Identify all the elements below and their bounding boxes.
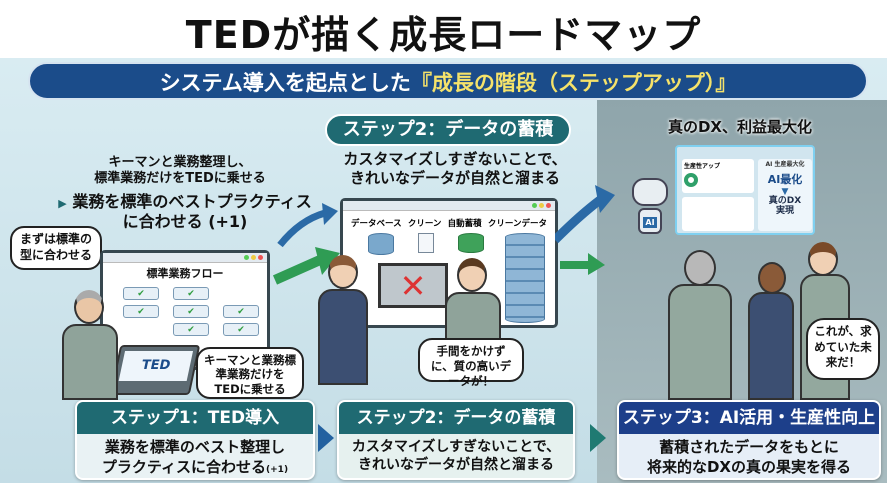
flow-step: ✔ <box>123 287 159 300</box>
step-line: 業務を標準のベスト整理し <box>104 438 286 456</box>
speech-bubble-ted: キーマンと業務標準業務だけをTEDに乗せる <box>196 347 304 399</box>
step-line: 将来的なDXの真の果実を得る <box>646 457 852 476</box>
database-icon <box>368 233 394 255</box>
step2-pill: ステップ2：データの蓄積 <box>325 114 571 146</box>
keyman-person <box>60 290 120 400</box>
green-arrow <box>272 255 323 285</box>
note-line: キーマンと業務整理し、 <box>108 155 252 170</box>
dash-side-title: AI 生産最大化 <box>765 161 805 168</box>
woman-back <box>748 262 794 400</box>
green-arrow <box>560 261 590 269</box>
bar-chart-panel <box>682 197 754 231</box>
legacy-monitor: ✕ <box>378 263 448 308</box>
main-line: 業務を標準のベストプラクティス <box>72 192 312 211</box>
blue-arrowhead <box>322 203 338 225</box>
green-arrowhead <box>315 247 340 275</box>
play-triangle-icon: ▶ <box>58 197 67 210</box>
down-arrow-icon: ▼ <box>781 187 789 197</box>
left-main-text: ▶ 業務を標準のベストプラクティス に合わせる (+1) <box>55 192 315 232</box>
step-line: 蓄積されたデータをもとに <box>659 438 839 456</box>
flow-step: ✔ <box>223 323 259 336</box>
step-card-2: ステップ2：データの蓄積 カスタマイズしすぎないことで、きれいなデータが自然と溜… <box>337 400 575 480</box>
subtitle-banner: システム導入を起点とした『成長の階段（ステップアップ）』 <box>28 62 868 100</box>
step-line: プラクティスに合わせる <box>101 457 267 476</box>
ai-robot: AI <box>628 178 672 256</box>
step-card-title: ステップ3：AI活用・生産性向上 <box>619 402 879 434</box>
dash-ai-label: AI最化 <box>767 173 803 186</box>
banner-highlight: 『成長の階段（ステップアップ）』 <box>410 71 737 95</box>
speech-bubble-data: 手間をかけずに、質の高いデータが！ <box>418 338 524 388</box>
blue-arrowhead <box>595 185 615 213</box>
arrow-right-icon <box>318 424 334 452</box>
step-card-body: カスタマイズしすぎないことで、きれいなデータが自然と溜まる <box>339 434 573 478</box>
page-title: TEDが描く成長ロードマップ <box>185 13 702 57</box>
middle-desc: カスタマイズしすぎないことで、 きれいなデータが自然と溜まる <box>320 150 590 188</box>
arrow-right-icon <box>590 424 606 452</box>
clean-data-stack-icon <box>505 233 545 323</box>
blue-arrow <box>277 209 327 248</box>
right-heading: 真のDX、利益最大化 <box>667 118 813 136</box>
flow-step: ✔ <box>173 287 209 300</box>
flow-step: ✔ <box>123 305 159 318</box>
step-card-1: ステップ1：TED導入 業務を標準のベスト整理しプラクティスに合わせる(+1) <box>75 400 315 480</box>
kiosk-screen: TED <box>118 351 194 381</box>
pipeline-label: クリーン <box>407 219 442 229</box>
desc-line: きれいなデータが自然と溜まる <box>349 168 560 187</box>
dash-result-label: 真のDX実現 <box>768 196 802 216</box>
pipeline-label: データベース <box>351 219 402 229</box>
green-database-icon <box>458 233 484 253</box>
speech-bubble-keyman: まずは標準の型に合わせる <box>10 226 102 270</box>
main-line: に合わせる (+1) <box>122 212 248 231</box>
step-arrows <box>555 185 615 275</box>
cross-icon: ✕ <box>399 267 427 305</box>
step-card-body: 蓄積されたデータをもとに将来的なDXの真の果実を得る <box>619 434 879 478</box>
flow-step: ✔ <box>223 305 259 318</box>
donut-chart-icon <box>684 173 698 187</box>
green-arrowhead <box>588 253 605 275</box>
flow-step: ✔ <box>173 305 209 318</box>
step-line: きれいなデータが自然と溜まる <box>358 457 554 474</box>
pipeline-label: 自動蓄積 <box>447 219 482 229</box>
dash-panel-productivity: 生産性アップ <box>682 159 754 193</box>
step-card-title: ステップ2：データの蓄積 <box>339 402 573 434</box>
pipeline-label: クリーンデータ <box>487 219 547 229</box>
ai-dashboard: 生産性アップ AI 生産最大化 AI最化 ▼ 真のDX実現 <box>675 145 815 235</box>
flow-title: 標準業務フロー <box>146 267 224 280</box>
step-line: カスタマイズしすぎないことで、 <box>351 439 561 455</box>
dash-panel-label: 生産性アップ <box>684 163 721 170</box>
left-note: キーマンと業務整理し、 標準業務だけをTEDに乗せる <box>60 155 300 188</box>
banner-prefix: システム導入を起点とした <box>159 71 411 95</box>
step-card-title: ステップ1：TED導入 <box>77 402 313 434</box>
speech-bubble-future: これが、求めていた未来だ！ <box>806 318 880 380</box>
dash-ai-panel: AI 生産最大化 AI最化 ▼ 真のDX実現 <box>758 159 812 231</box>
blue-arrow <box>555 196 603 244</box>
note-line: 標準業務だけをTEDに乗せる <box>94 171 266 187</box>
step-card-body: 業務を標準のベスト整理しプラクティスに合わせる(+1) <box>77 434 313 478</box>
manager-back <box>668 250 732 400</box>
robot-ai-badge: AI <box>643 217 657 228</box>
ted-kiosk: TED <box>109 345 201 395</box>
step-suffix: (+1) <box>266 464 289 475</box>
office-woman <box>318 255 368 385</box>
document-icon <box>418 233 434 253</box>
desc-line: カスタマイズしすぎないことで、 <box>343 150 567 168</box>
worker-man <box>445 258 501 348</box>
step-card-3: ステップ3：AI活用・生産性向上 蓄積されたデータをもとに将来的なDXの真の果実… <box>617 400 881 480</box>
flow-step: ✔ <box>173 323 209 336</box>
growth-arrows <box>272 203 340 285</box>
